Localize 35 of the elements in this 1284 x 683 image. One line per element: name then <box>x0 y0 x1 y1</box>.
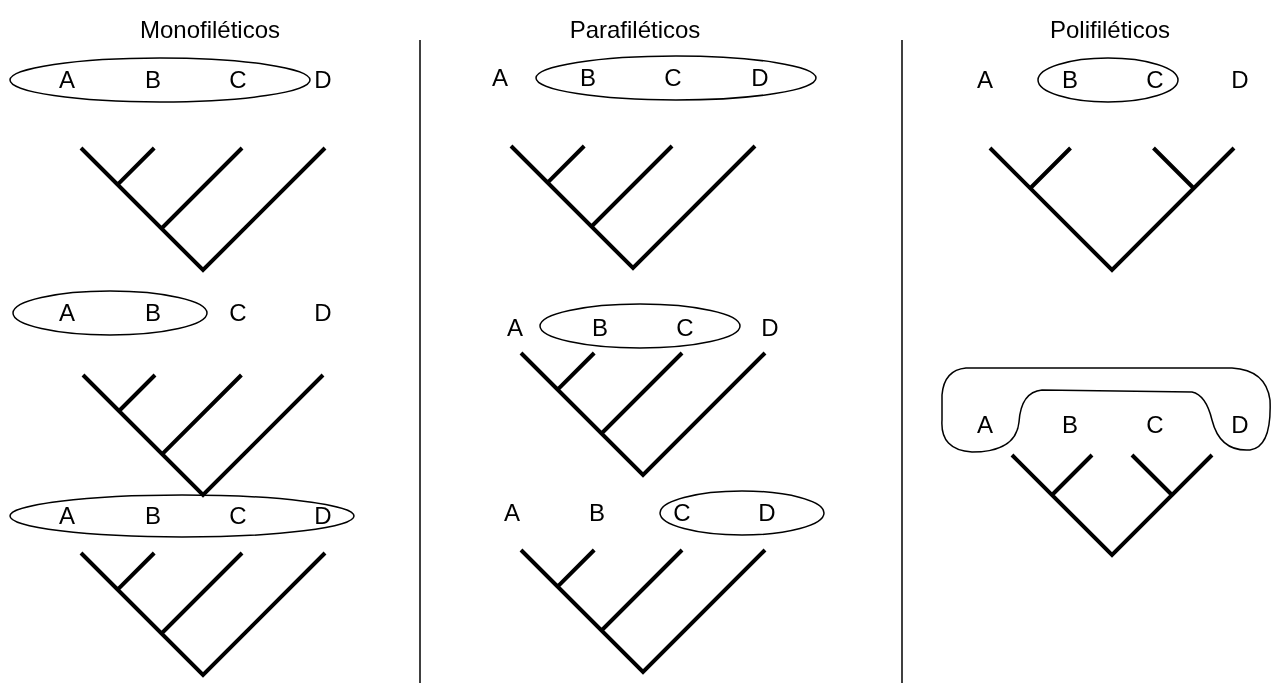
taxon-label: C <box>664 66 682 90</box>
taxon-label: A <box>977 413 993 437</box>
taxon-label: B <box>145 301 161 325</box>
taxon-label: A <box>59 68 75 92</box>
taxon-label: C <box>676 316 694 340</box>
taxon-label: D <box>751 66 769 90</box>
taxon-label: A <box>977 68 993 92</box>
taxon-label: D <box>1231 413 1249 437</box>
taxon-label: B <box>145 68 161 92</box>
taxon-label: D <box>1231 68 1249 92</box>
taxon-label: C <box>1146 68 1164 92</box>
taxon-label: B <box>580 66 596 90</box>
taxon-label: C <box>229 504 247 528</box>
column-heading: Parafiléticos <box>569 18 701 42</box>
taxon-label: B <box>589 501 605 525</box>
taxon-label: A <box>492 66 508 90</box>
taxon-label: C <box>1146 413 1164 437</box>
taxon-label: C <box>229 301 247 325</box>
taxon-label: D <box>314 301 332 325</box>
taxon-label: B <box>145 504 161 528</box>
taxon-label: A <box>504 501 520 525</box>
taxon-label: C <box>673 501 691 525</box>
taxon-label: A <box>59 504 75 528</box>
taxon-label: B <box>1062 68 1078 92</box>
taxon-label: C <box>229 68 247 92</box>
taxon-label: B <box>592 316 608 340</box>
taxon-label: A <box>507 316 523 340</box>
column-heading: Polifiléticos <box>1050 18 1170 42</box>
taxon-label: A <box>59 301 75 325</box>
taxon-label: D <box>761 316 779 340</box>
column-heading: Monofiléticos <box>139 18 281 42</box>
taxon-label: D <box>314 68 332 92</box>
taxon-label: D <box>758 501 776 525</box>
taxon-label: B <box>1062 413 1078 437</box>
taxon-label: D <box>314 504 332 528</box>
